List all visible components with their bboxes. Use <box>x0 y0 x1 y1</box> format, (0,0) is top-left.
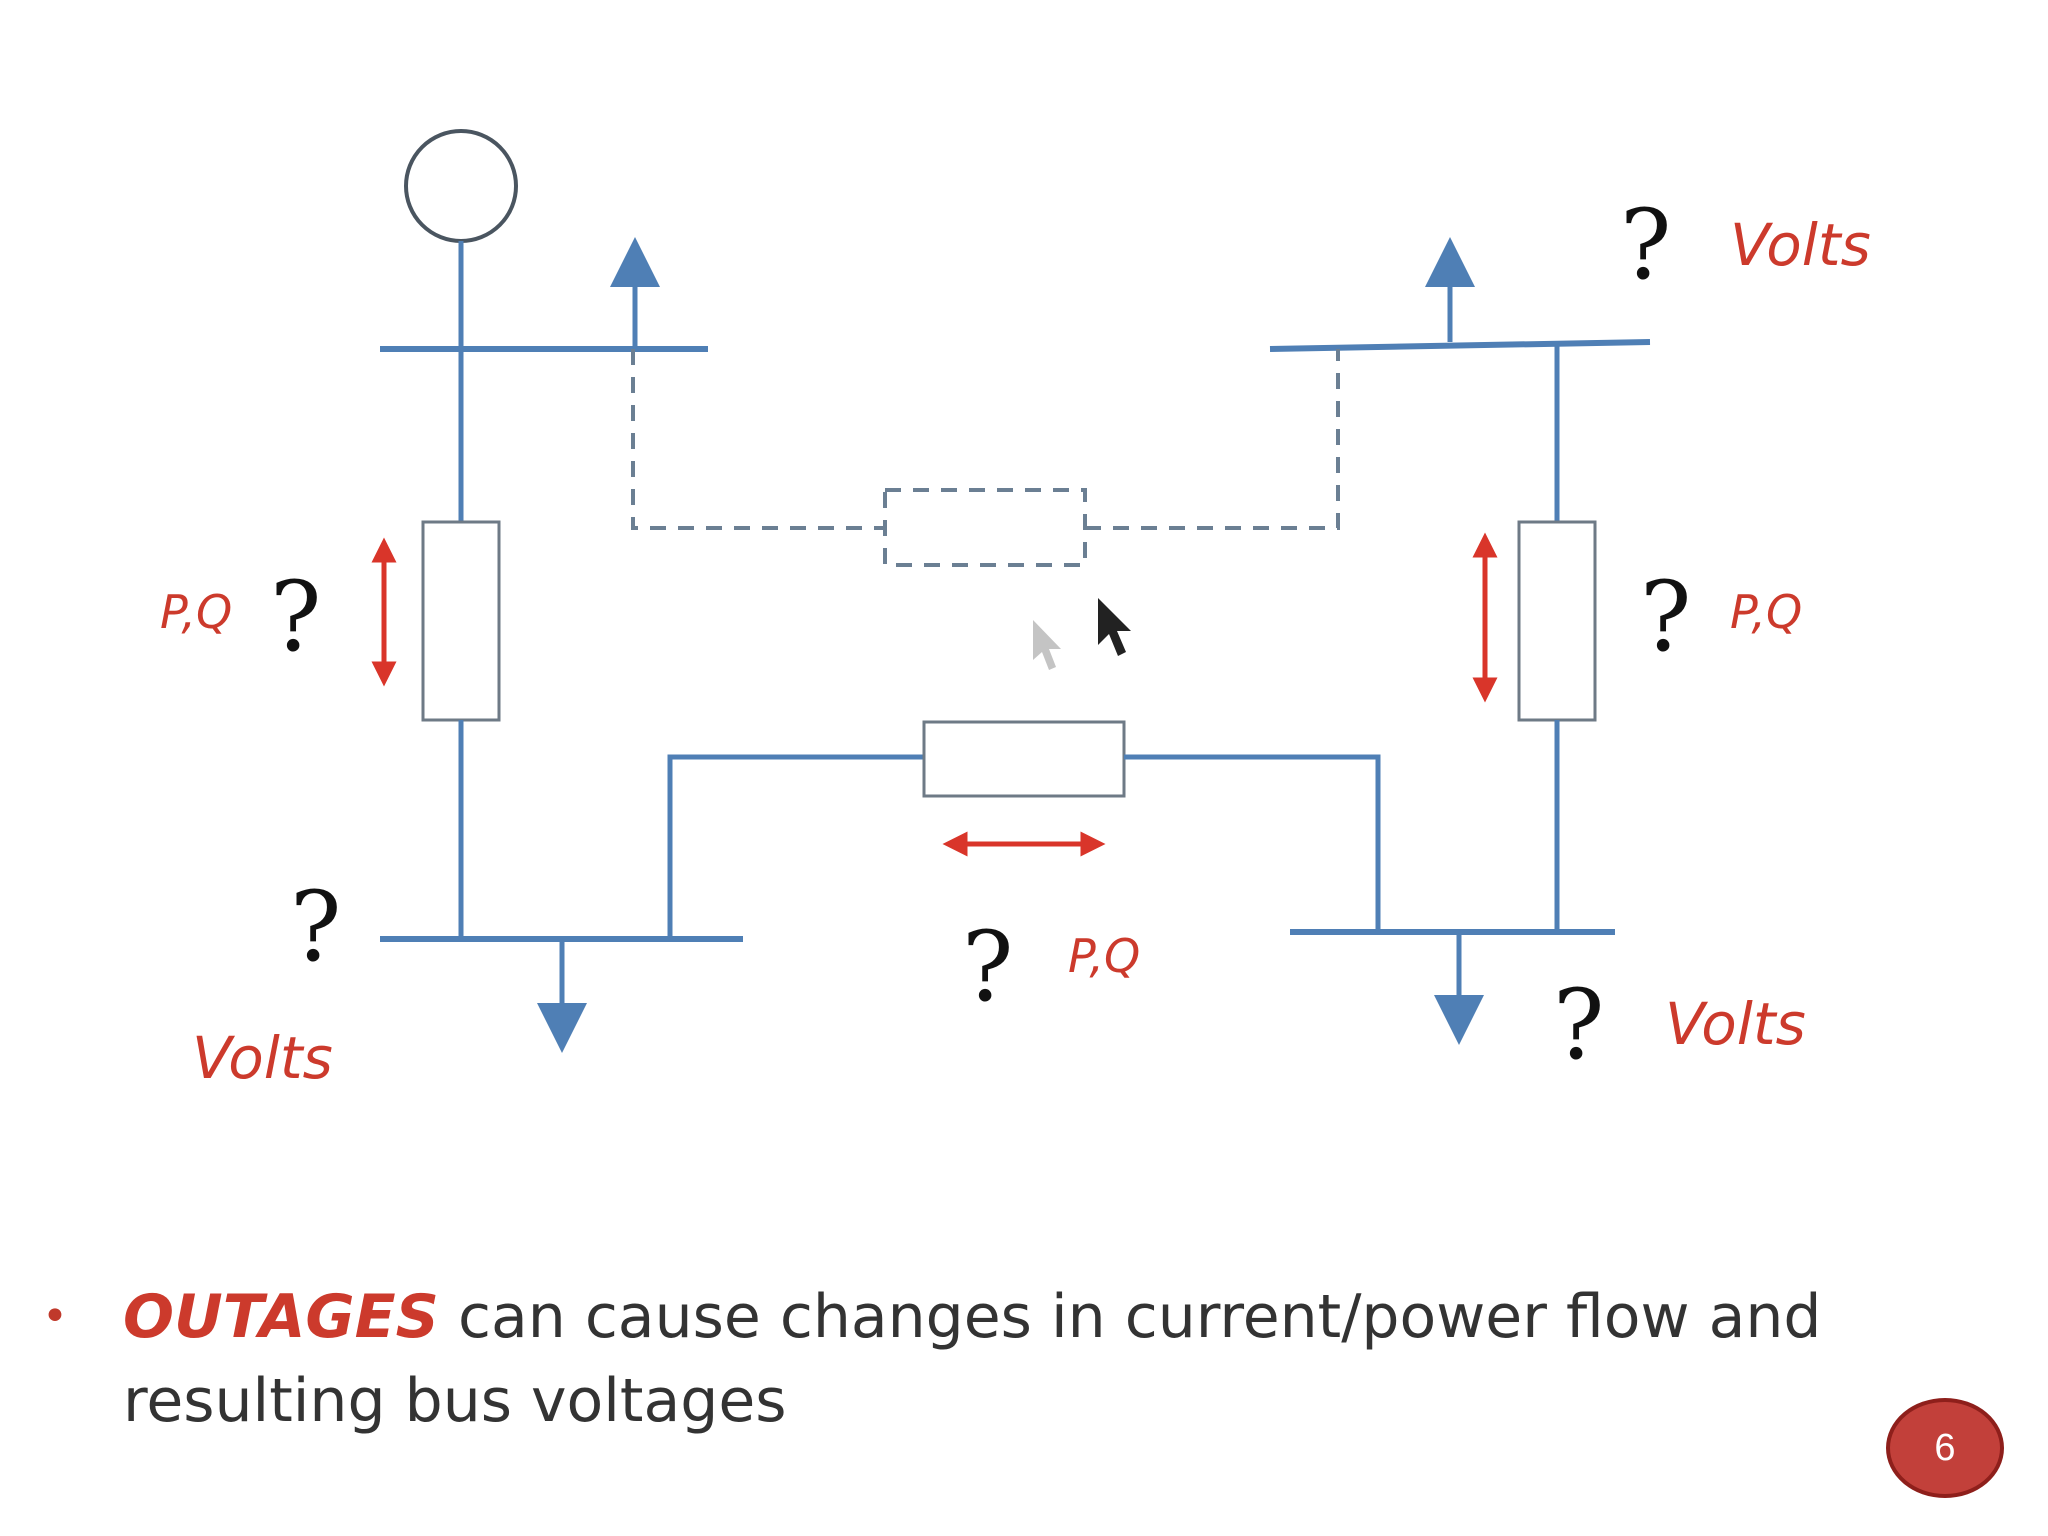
question-mark-middle: ? <box>962 911 1013 1023</box>
generator-circle-icon <box>404 129 518 243</box>
question-mark-left: ? <box>270 561 321 673</box>
bullet-dot-icon: • <box>42 1291 68 1342</box>
volts-label-top-right: Volts <box>1730 211 1871 279</box>
question-mark-bottom-left: ? <box>290 871 341 983</box>
outaged-line-impedance <box>883 488 1087 567</box>
bullet-rest-text: can cause changes in current/power flow … <box>123 1282 1822 1436</box>
pq-label-right: P,Q <box>1730 585 1802 639</box>
volts-label-bottom-right: Volts <box>1665 990 1806 1058</box>
bus-top-right <box>1269 339 1651 352</box>
outages-emphasis: OUTAGES <box>123 1282 439 1352</box>
question-mark-right: ? <box>1640 561 1691 673</box>
middle-line-impedance <box>922 720 1126 798</box>
outaged-line-left <box>631 349 885 530</box>
left-line-impedance <box>421 520 501 722</box>
middle-line-left <box>667 754 924 939</box>
volts-label-bottom-left: Volts <box>192 1024 333 1092</box>
question-mark-top-right: ? <box>1620 189 1671 301</box>
mouse-cursor-ghost-icon <box>1033 620 1061 670</box>
slide-number-badge: 6 <box>1886 1398 2004 1498</box>
mouse-cursor-icon <box>1098 598 1131 656</box>
pq-label-left: P,Q <box>160 585 232 639</box>
middle-line-right <box>1124 754 1381 932</box>
pq-label-middle: P,Q <box>1068 929 1140 983</box>
outaged-line-right <box>1085 349 1340 530</box>
question-mark-bottom-right: ? <box>1553 969 1604 1081</box>
right-line-impedance <box>1517 520 1597 722</box>
bullet-point: • OUTAGES can cause changes in current/p… <box>28 1275 1848 1443</box>
bullet-text: OUTAGES can cause changes in current/pow… <box>123 1275 1848 1443</box>
